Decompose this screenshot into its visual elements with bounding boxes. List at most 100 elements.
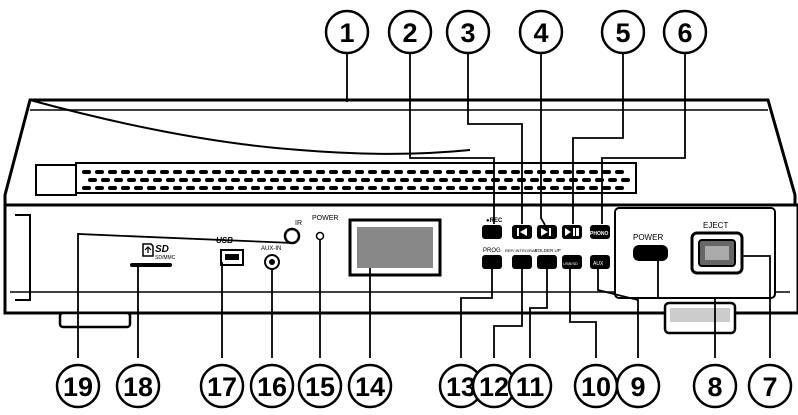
callout-number: 19 <box>63 372 93 402</box>
callout-circle <box>600 9 646 55</box>
vent-slot <box>556 178 565 182</box>
vent-slot <box>179 178 188 182</box>
vent-slot <box>576 186 585 190</box>
power-button[interactable] <box>633 245 668 261</box>
callout-number: 16 <box>257 372 287 402</box>
vent-slot <box>212 186 221 190</box>
callout-1: 1 <box>324 9 370 55</box>
vent-slot <box>394 186 403 190</box>
vent-slot <box>199 186 208 190</box>
aux-in-jack[interactable] <box>264 254 280 270</box>
callout-19: 19 <box>55 363 101 409</box>
usb-sd-label: USB/SD <box>563 261 578 266</box>
vent-slot <box>342 186 351 190</box>
callout-11: 11 <box>507 363 553 409</box>
usb-port-icon[interactable] <box>220 249 244 266</box>
vent-slot <box>218 178 227 182</box>
vent-slot <box>160 170 169 174</box>
vent-slot <box>173 170 182 174</box>
vent-slot <box>511 186 520 190</box>
vent-slot <box>205 178 214 182</box>
vent-slot <box>420 170 429 174</box>
vent-slot <box>335 178 344 182</box>
vent-slot <box>192 178 201 182</box>
vent-slot <box>394 170 403 174</box>
vent-slot <box>95 170 104 174</box>
vent-slot <box>446 186 455 190</box>
vent-slot <box>82 170 91 174</box>
vent-slot <box>491 178 500 182</box>
vent-slot <box>498 170 507 174</box>
vent-slot <box>309 178 318 182</box>
callout-circle <box>115 363 161 409</box>
eject-label: EJECT <box>703 221 728 230</box>
aux-label: AUX <box>593 261 604 267</box>
vent-slot <box>602 170 611 174</box>
vent-slot <box>231 178 240 182</box>
vent-slot <box>134 170 143 174</box>
vent-slot <box>615 170 624 174</box>
vent-slot <box>407 170 416 174</box>
callout-2: 2 <box>387 9 433 55</box>
vent-slot <box>504 178 513 182</box>
callout-8: 8 <box>692 363 738 409</box>
phono-label: PHONO <box>590 231 608 237</box>
folder-up-button[interactable] <box>537 255 557 269</box>
callout-circle <box>249 363 295 409</box>
vent-slot <box>420 186 429 190</box>
vent-slot <box>524 170 533 174</box>
callout-circle <box>297 363 343 409</box>
vent-slot <box>134 186 143 190</box>
vent-slot <box>270 178 279 182</box>
vent-slot <box>459 170 468 174</box>
vent-slot <box>108 170 117 174</box>
vent-slot <box>244 178 253 182</box>
vent-slot <box>264 170 273 174</box>
vent-slot <box>238 186 247 190</box>
vent-slot <box>485 186 494 190</box>
callout-circle <box>324 9 370 55</box>
eject-button[interactable] <box>690 231 744 275</box>
vent-slot <box>166 178 175 182</box>
usb-sd-button[interactable] <box>562 255 582 269</box>
callout-number: 5 <box>615 18 630 48</box>
callout-circle <box>507 363 553 409</box>
callout-17: 17 <box>199 363 245 409</box>
aux-button[interactable] <box>590 255 610 269</box>
vent-slot <box>199 170 208 174</box>
callout-number: 6 <box>677 18 692 48</box>
rep-intro-ran-button[interactable] <box>512 255 532 269</box>
vent-slot <box>602 186 611 190</box>
vent-slot <box>563 186 572 190</box>
vent-slot <box>543 178 552 182</box>
callout-number: 1 <box>339 18 354 48</box>
callout-number: 4 <box>533 18 548 48</box>
power-led-label: POWER <box>312 215 338 222</box>
vent-slot <box>355 170 364 174</box>
prog-button[interactable] <box>482 255 502 269</box>
vent-slot <box>433 170 442 174</box>
rec-button[interactable] <box>482 225 502 239</box>
vent-slot <box>277 170 286 174</box>
folder-up-label: FOLDER UP <box>535 248 561 253</box>
vent-slot <box>459 186 468 190</box>
sd-card-slot[interactable] <box>130 263 172 267</box>
vent-slot <box>433 186 442 190</box>
dust-cover-lid <box>3 98 797 207</box>
phono-button[interactable] <box>590 225 610 239</box>
vent-slot <box>452 178 461 182</box>
vent-slot <box>368 186 377 190</box>
vent-slot <box>400 178 409 182</box>
vent-slot <box>381 186 390 190</box>
vent-slot <box>589 170 598 174</box>
callout-7: 7 <box>747 363 793 409</box>
vent-slot <box>381 170 390 174</box>
vent-slot <box>257 178 266 182</box>
vent-slot <box>563 170 572 174</box>
vent-slot <box>173 186 182 190</box>
ir-label: IR <box>295 220 302 227</box>
vent-slot <box>368 170 377 174</box>
vent-slot <box>621 178 630 182</box>
